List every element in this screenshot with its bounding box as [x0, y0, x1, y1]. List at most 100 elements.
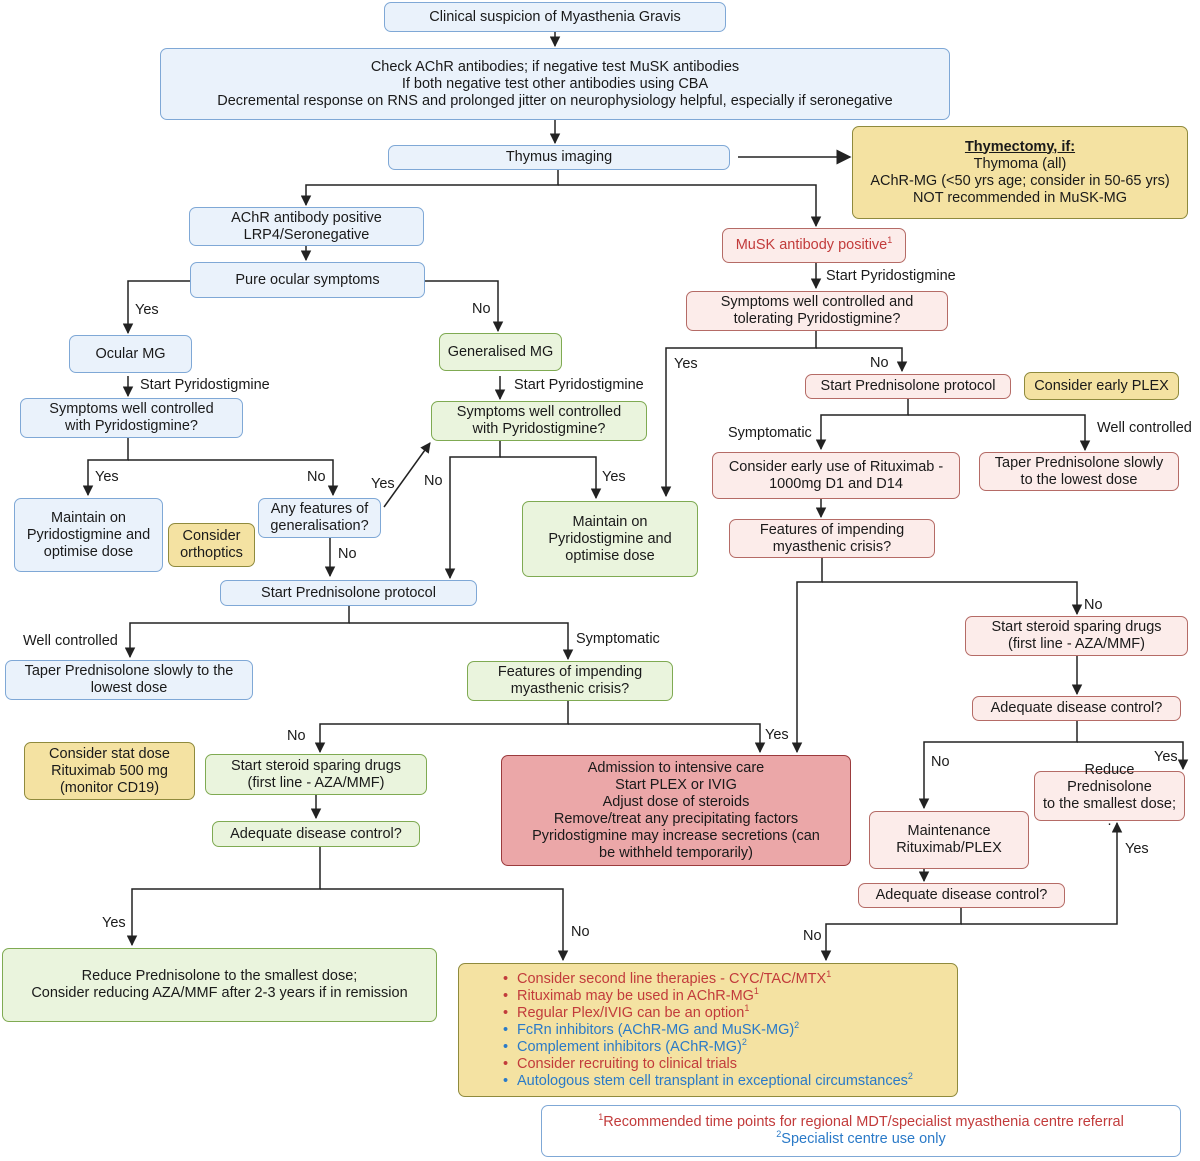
musk-positive-text: MuSK antibody positive1	[735, 235, 893, 253]
orthoptics-line-1: Consider	[182, 528, 241, 544]
adequate-control-right-2-box: Adequate disease control?	[858, 883, 1065, 908]
orthoptics-line-2: orthoptics	[180, 545, 243, 561]
second-line-item: FcRn inhibitors (AChR-MG and MuSK-MG)2	[459, 1020, 799, 1038]
achr-positive-line-2: LRP4/Seronegative	[243, 226, 370, 243]
taper-right-line-1: Taper Prednisolone slowly	[994, 454, 1164, 471]
steroid-sparing-right-box: Start steroid sparing drugs (first line …	[965, 616, 1188, 656]
intensive-care-box: Admission to intensive care Start PLEX o…	[501, 755, 851, 866]
rituximab-early-line-2: 1000mg D1 and D14	[769, 475, 903, 492]
taper-left-line-2: lowest dose	[90, 680, 168, 696]
achr-positive-line-1: AChR antibody positive	[231, 209, 382, 226]
symptoms-controlled-generalised-box: Symptoms well controlled with Pyridostig…	[431, 401, 647, 441]
second-line-therapies-box: Consider second line therapies - CYC/TAC…	[458, 963, 958, 1097]
second-line-item: Rituximab may be used in AChR-MG1	[459, 986, 759, 1004]
features-generalisation-box: Any features of generalisation?	[258, 498, 381, 538]
thymectomy-line-2: AChR-MG (<50 yrs age; consider in 50-65 …	[870, 172, 1170, 189]
steroid-sparing-left-box: Start steroid sparing drugs (first line …	[205, 754, 427, 795]
antibody-testing-line-1: Check AChR antibodies; if negative test …	[370, 58, 740, 75]
label-no-adequate-right-2: No	[803, 928, 822, 944]
footnote-legend-box: 1Recommended time points for regional MD…	[541, 1105, 1181, 1157]
footnote-referral: 1Recommended time points for regional MD…	[598, 1112, 1124, 1130]
maintain-generalised-line-1: Maintain on	[572, 513, 648, 530]
icu-line-2: Start PLEX or IVIG	[615, 776, 737, 793]
second-line-item: Complement inhibitors (AChR-MG)2	[459, 1037, 747, 1055]
label-yes-controlled-ocular: Yes	[95, 469, 119, 485]
adequate-control-right-1-text: Adequate disease control?	[990, 700, 1163, 716]
taper-prednisolone-right-box: Taper Prednisolone slowly to the lowest …	[979, 452, 1179, 491]
label-symptomatic-right: Symptomatic	[728, 425, 812, 441]
maintain-ocular-line-3: optimise dose	[43, 543, 134, 560]
thymectomy-heading: Thymectomy, if:	[964, 138, 1076, 155]
icu-line-5: Pyridostigmine may increase secretions (…	[532, 827, 820, 844]
start-prednisolone-right-text: Start Prednisolone protocol	[820, 378, 996, 394]
pure-ocular-text: Pure ocular symptoms	[235, 271, 380, 288]
pure-ocular-box: Pure ocular symptoms	[190, 262, 425, 298]
symptoms-tolerating-box: Symptoms well controlled and tolerating …	[686, 291, 948, 331]
maintain-ocular-line-2: Pyridostigmine and	[26, 526, 151, 543]
symptoms-tolerating-line-2: tolerating Pyridostigmine?	[733, 311, 901, 327]
stat-dose-line-2: Rituximab 500 mg	[51, 762, 168, 779]
steroid-sparing-right-line-1: Start steroid sparing drugs	[991, 619, 1162, 635]
label-no-controlled-ocular: No	[307, 469, 326, 485]
clinical-suspicion-box: Clinical suspicion of Myasthenia Gravis	[384, 2, 726, 32]
consider-early-plex-box: Consider early PLEX	[1024, 372, 1179, 400]
features-generalisation-line-2: generalisation?	[270, 518, 369, 534]
stat-dose-rituximab-box: Consider stat dose Rituximab 500 mg (mon…	[24, 742, 195, 800]
icu-line-6: be withheld temporarily)	[599, 844, 753, 861]
impending-left-line-2: myasthenic crisis?	[510, 681, 630, 697]
steroid-sparing-left-line-1: Start steroid sparing drugs	[230, 757, 402, 774]
label-no-musk: No	[870, 355, 889, 371]
symptoms-tolerating-line-1: Symptoms well controlled and	[720, 294, 914, 310]
features-generalisation-line-1: Any features of	[270, 501, 369, 517]
adequate-control-right-1-box: Adequate disease control?	[972, 696, 1181, 721]
label-no-crisis-right: No	[1084, 597, 1103, 613]
maintenance-rituximab-box: Maintenance Rituximab/PLEX	[869, 811, 1029, 869]
label-well-controlled-right: Well controlled	[1097, 420, 1192, 436]
reduce-pred-left-line-2: Consider reducing AZA/MMF after 2-3 year…	[31, 985, 408, 1001]
consider-early-plex-text: Consider early PLEX	[1034, 377, 1169, 394]
stat-dose-line-1: Consider stat dose	[49, 745, 170, 762]
reduce-pred-right-line-2: to the smallest dose; .	[1043, 796, 1176, 829]
label-no-ocular: No	[472, 301, 491, 317]
thymectomy-box: Thymectomy, if: Thymoma (all) AChR-MG (<…	[852, 126, 1188, 219]
second-line-item: Autologous stem cell transplant in excep…	[459, 1071, 913, 1089]
label-well-controlled-left: Well controlled	[23, 633, 118, 649]
label-no-adequate-right-1: No	[931, 754, 950, 770]
label-yes-adequate-right-2: Yes	[1125, 841, 1149, 857]
antibody-testing-box: Check AChR antibodies; if negative test …	[160, 48, 950, 120]
steroid-sparing-right-line-2: (first line - AZA/MMF)	[1008, 636, 1145, 652]
label-yes-generalisation: Yes	[371, 476, 395, 492]
clinical-suspicion-text: Clinical suspicion of Myasthenia Gravis	[429, 8, 681, 25]
adequate-control-right-2-text: Adequate disease control?	[875, 887, 1048, 903]
reduce-pred-left-line-1: Reduce Prednisolone to the smallest dose…	[81, 968, 358, 984]
label-yes-controlled-generalised: Yes	[602, 469, 626, 485]
label-yes-adequate-left: Yes	[102, 915, 126, 931]
footnote-specialist: 2Specialist centre use only	[776, 1129, 946, 1147]
adequate-control-left-box: Adequate disease control?	[212, 821, 420, 847]
impending-crisis-right-box: Features of impending myasthenic crisis?	[729, 519, 935, 558]
generalised-mg-text: Generalised MG	[447, 343, 554, 360]
reduce-prednisolone-left-box: Reduce Prednisolone to the smallest dose…	[2, 948, 437, 1022]
label-start-pyridostigmine-generalised: Start Pyridostigmine	[514, 377, 644, 393]
symptoms-controlled-ocular-box: Symptoms well controlled with Pyridostig…	[20, 398, 243, 438]
start-prednisolone-left-text: Start Prednisolone protocol	[261, 584, 436, 601]
generalised-mg-box: Generalised MG	[439, 333, 562, 371]
adequate-control-left-text: Adequate disease control?	[230, 825, 402, 842]
stat-dose-line-3: (monitor CD19)	[59, 779, 160, 796]
taper-left-line-1: Taper Prednisolone slowly to the	[24, 663, 234, 679]
label-yes-musk: Yes	[674, 356, 698, 372]
reduce-pred-right-line-1: Reduce Prednisolone	[1067, 762, 1152, 795]
symptoms-controlled-ocular-line-2: with Pyridostigmine?	[65, 418, 198, 434]
label-start-pyridostigmine-musk: Start Pyridostigmine	[826, 268, 956, 284]
rituximab-early-line-1: Consider early use of Rituximab -	[728, 458, 944, 475]
second-line-item: Consider second line therapies - CYC/TAC…	[459, 969, 831, 987]
label-no-controlled-generalised: No	[424, 473, 443, 489]
start-prednisolone-right-box: Start Prednisolone protocol	[805, 374, 1011, 399]
taper-right-line-2: to the lowest dose	[1020, 471, 1138, 488]
thymectomy-line-1: Thymoma (all)	[973, 155, 1067, 172]
icu-line-3: Adjust dose of steroids	[602, 793, 750, 810]
second-line-item: Consider recruiting to clinical trials	[459, 1056, 737, 1073]
icu-line-4: Remove/treat any precipitating factors	[553, 810, 799, 827]
